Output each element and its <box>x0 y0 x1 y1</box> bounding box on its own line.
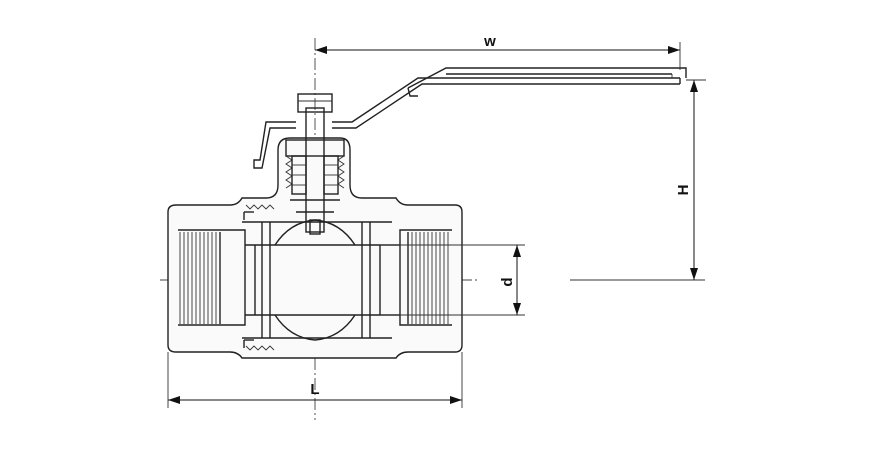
valve-body <box>167 137 463 359</box>
dimension-w <box>315 42 681 70</box>
dimension-d <box>380 244 525 316</box>
dimension-h <box>686 79 706 280</box>
diameter-label: d <box>499 277 516 286</box>
dimension-l <box>167 352 463 408</box>
stem-assembly <box>285 93 345 235</box>
right-thread <box>407 232 449 324</box>
left-thread <box>179 232 221 324</box>
width-label: w <box>483 33 496 50</box>
lever-handle <box>253 67 687 169</box>
length-label: L <box>310 381 319 398</box>
height-label: H <box>675 185 692 196</box>
